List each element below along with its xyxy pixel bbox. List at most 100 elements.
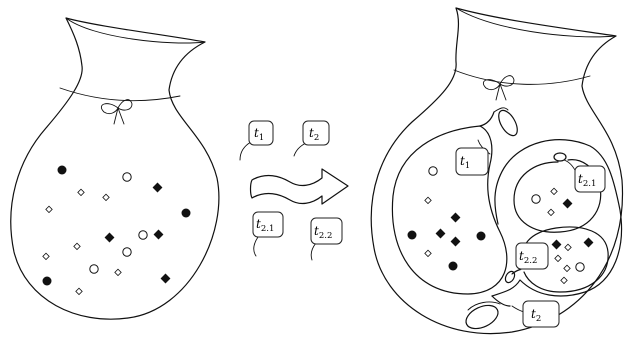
black-dot	[42, 276, 52, 286]
bag-t22-opening	[504, 270, 516, 284]
svg-text:t2.1: t2.1	[256, 217, 274, 234]
white-circle	[428, 166, 438, 176]
bag-t2-opening	[465, 304, 499, 330]
black-diamond	[450, 212, 461, 223]
white-diamond	[564, 243, 572, 252]
tag-subscript: 2.2	[319, 231, 333, 241]
tag-label: t	[314, 224, 319, 238]
tag-label: t	[531, 307, 536, 321]
svg-text:t2.2: t2.2	[314, 224, 332, 241]
tag-string	[563, 159, 577, 173]
bag-t22-outline	[521, 226, 609, 293]
tag-string	[253, 236, 259, 257]
white-diamond	[102, 193, 110, 202]
left-vase	[10, 17, 220, 320]
tag-string	[293, 142, 307, 157]
tag-string	[310, 242, 317, 261]
white-circle	[122, 172, 132, 182]
middle-tags: t1 t2 t2.1 t2.2	[239, 120, 343, 261]
bag-t1-rim	[493, 107, 509, 113]
white-diamond	[45, 205, 53, 214]
right-vase-string	[453, 69, 591, 85]
white-diamond	[424, 249, 432, 258]
left-vase-string	[59, 87, 181, 102]
black-diamond	[562, 198, 573, 209]
tag-label: t	[519, 249, 524, 263]
bag-t2-neck	[491, 295, 511, 307]
svg-text:t2: t2	[309, 126, 319, 143]
black-dot	[181, 208, 191, 218]
svg-text:t1: t1	[460, 154, 470, 171]
bag-t1-opening	[498, 109, 518, 137]
tag-subscript: 1	[259, 133, 264, 143]
tag-label: t	[460, 154, 465, 168]
bag-t21: t2.1	[513, 152, 606, 233]
left-vase-rim	[65, 17, 206, 44]
tag-box	[310, 217, 343, 245]
white-circle	[575, 262, 585, 272]
black-dot	[448, 261, 458, 271]
tag-t2-left: t2	[293, 120, 330, 157]
tag-box	[252, 211, 284, 238]
white-diamond	[75, 287, 83, 296]
white-diamond	[42, 252, 50, 261]
tag-box	[248, 120, 274, 146]
white-diamond	[554, 254, 562, 263]
wavy-arrow	[249, 168, 349, 205]
white-diamond	[560, 276, 568, 285]
bag-t21-opening	[553, 152, 567, 162]
tag-box	[522, 300, 560, 328]
svg-text:t2.2: t2.2	[519, 249, 537, 266]
svg-text:t2: t2	[531, 307, 541, 324]
tag-subscript: 2.1	[583, 179, 597, 189]
tag-subscript: 2	[536, 314, 541, 324]
tag-t1-left: t1	[239, 120, 274, 161]
black-diamond	[160, 273, 171, 284]
black-diamond	[551, 239, 562, 250]
white-diamond	[77, 188, 85, 197]
tag-t1-right: t1	[455, 139, 491, 176]
left-vase-bow	[100, 99, 133, 125]
tag-subscript: 1	[465, 161, 470, 171]
tag-box	[515, 242, 549, 270]
white-diamond	[563, 264, 571, 273]
bag-t22: t2.2	[504, 226, 609, 293]
bag-t1: t1	[391, 107, 518, 295]
black-dot	[407, 230, 417, 240]
left-vase-body	[10, 17, 220, 320]
tag-label: t	[309, 126, 314, 140]
white-circle	[138, 230, 148, 240]
tag-t22-left: t2.2	[310, 217, 343, 261]
left-vase-contents	[42, 165, 191, 296]
white-diamond	[114, 268, 122, 277]
right-vase: t1 t2	[370, 7, 624, 335]
tag-string	[239, 141, 252, 161]
tag-t21-left: t2.1	[252, 211, 284, 257]
right-vase-rim	[455, 7, 617, 38]
black-diamond	[435, 228, 446, 239]
tag-t22-right: t2.2	[515, 242, 549, 271]
tag-t2-right: t2	[511, 300, 560, 328]
tag-subscript: 2	[314, 133, 319, 143]
black-diamond	[583, 237, 594, 248]
tag-box	[302, 120, 330, 146]
black-diamond	[152, 182, 163, 193]
right-vase-bow	[482, 75, 515, 101]
bag-t1-neck	[479, 111, 495, 127]
bag-t2-rim	[467, 301, 501, 311]
tag-box	[455, 147, 489, 176]
tag-subscript: 2.2	[524, 256, 538, 266]
black-diamond	[104, 232, 115, 243]
white-diamond	[547, 208, 555, 217]
tag-t21-right: t2.1	[574, 165, 606, 193]
white-circle	[531, 194, 541, 204]
white-circle	[89, 264, 99, 274]
white-diamond	[550, 187, 558, 196]
bag-t2: t2 t2.1	[465, 139, 623, 330]
white-diamond	[424, 196, 432, 205]
black-dot	[476, 231, 486, 241]
black-diamond	[153, 229, 164, 240]
svg-text:t2.1: t2.1	[578, 172, 596, 189]
tag-box	[574, 165, 606, 193]
bag-t2-outline	[491, 139, 623, 297]
